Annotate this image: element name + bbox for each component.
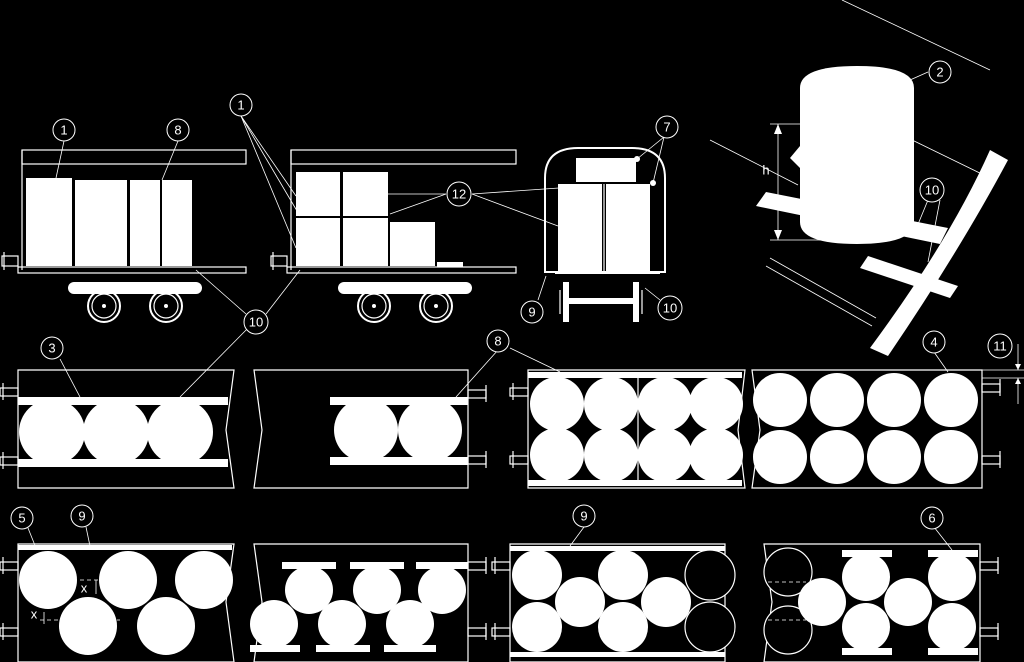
dim-x-label-1: x <box>31 607 38 622</box>
svg-text:11: 11 <box>993 339 1007 354</box>
wagon-cross-section <box>544 147 666 322</box>
buffer <box>981 379 1001 468</box>
wheelset <box>87 289 183 323</box>
leader-lines <box>27 71 953 551</box>
callout-3: 3 <box>40 336 64 360</box>
wheelset-front <box>559 282 643 322</box>
callout-9-bottom3: 9 <box>572 504 596 528</box>
gap-dimension <box>982 344 1024 404</box>
buffer <box>0 557 19 640</box>
callout-11: 11 <box>987 333 1013 359</box>
layout-panel-bottom-3 <box>491 543 736 662</box>
wheelset <box>357 289 453 323</box>
callout-10-drum: 10 <box>919 177 945 203</box>
svg-text:1: 1 <box>60 123 67 138</box>
callout-12: 12 <box>446 181 472 207</box>
svg-text:4: 4 <box>930 335 937 350</box>
svg-text:8: 8 <box>494 334 501 349</box>
dim-h-label: h <box>762 163 769 178</box>
buffer <box>509 383 529 468</box>
callout-9-section: 9 <box>520 300 544 324</box>
callout-10-wagons: 10 <box>243 309 269 335</box>
svg-text:3: 3 <box>48 341 55 356</box>
callout-6: 6 <box>920 506 944 530</box>
svg-text:7: 7 <box>663 120 670 135</box>
svg-text:10: 10 <box>663 301 677 316</box>
layout-panel-bottom-2 <box>250 543 487 662</box>
callout-5: 5 <box>10 506 34 530</box>
svg-text:10: 10 <box>249 315 263 330</box>
svg-text:8: 8 <box>174 123 181 138</box>
callout-9-bottom1: 9 <box>70 504 94 528</box>
callout-10-section: 10 <box>657 295 683 321</box>
callout-7: 7 <box>655 115 679 139</box>
buffer <box>467 557 487 640</box>
layout-panel-mid-3 <box>509 369 746 489</box>
dim-x-label-2: x <box>81 581 88 596</box>
svg-text:5: 5 <box>18 511 25 526</box>
svg-text:12: 12 <box>452 187 466 202</box>
layout-panel-mid-1 <box>0 369 235 489</box>
svg-text:9: 9 <box>528 305 535 320</box>
svg-text:9: 9 <box>78 509 85 524</box>
wagon-side-view-1 <box>1 149 247 323</box>
callout-1-wagon2: 1 <box>229 93 253 117</box>
layout-panel-mid-4 <box>751 344 1024 489</box>
buffer <box>0 383 19 469</box>
callout-8-mid: 8 <box>486 329 510 353</box>
layout-panel-bottom-4 <box>763 543 999 662</box>
buffer <box>467 385 487 468</box>
svg-text:1: 1 <box>237 98 244 113</box>
callout-2: 2 <box>928 60 952 84</box>
callout-1-wagon1: 1 <box>52 118 76 142</box>
tilted-drum-view: h <box>709 0 1008 356</box>
wagon-side-view-2 <box>270 149 517 323</box>
buffer <box>1 252 19 270</box>
svg-text:9: 9 <box>580 509 587 524</box>
height-dimension: h <box>762 123 870 241</box>
buffer <box>979 557 999 640</box>
buffer <box>491 557 511 640</box>
svg-text:2: 2 <box>936 65 943 80</box>
buffer <box>270 252 288 270</box>
callouts: 1 8 1 7 2 12 10 9 10 10 3 8 4 11 5 9 9 6 <box>10 60 1013 530</box>
callout-8-wagon1: 8 <box>166 118 190 142</box>
svg-text:6: 6 <box>928 511 935 526</box>
svg-text:10: 10 <box>925 183 939 198</box>
layout-panel-mid-2 <box>253 369 487 489</box>
callout-4: 4 <box>922 330 946 354</box>
layout-panel-bottom-1: x x <box>0 543 235 662</box>
